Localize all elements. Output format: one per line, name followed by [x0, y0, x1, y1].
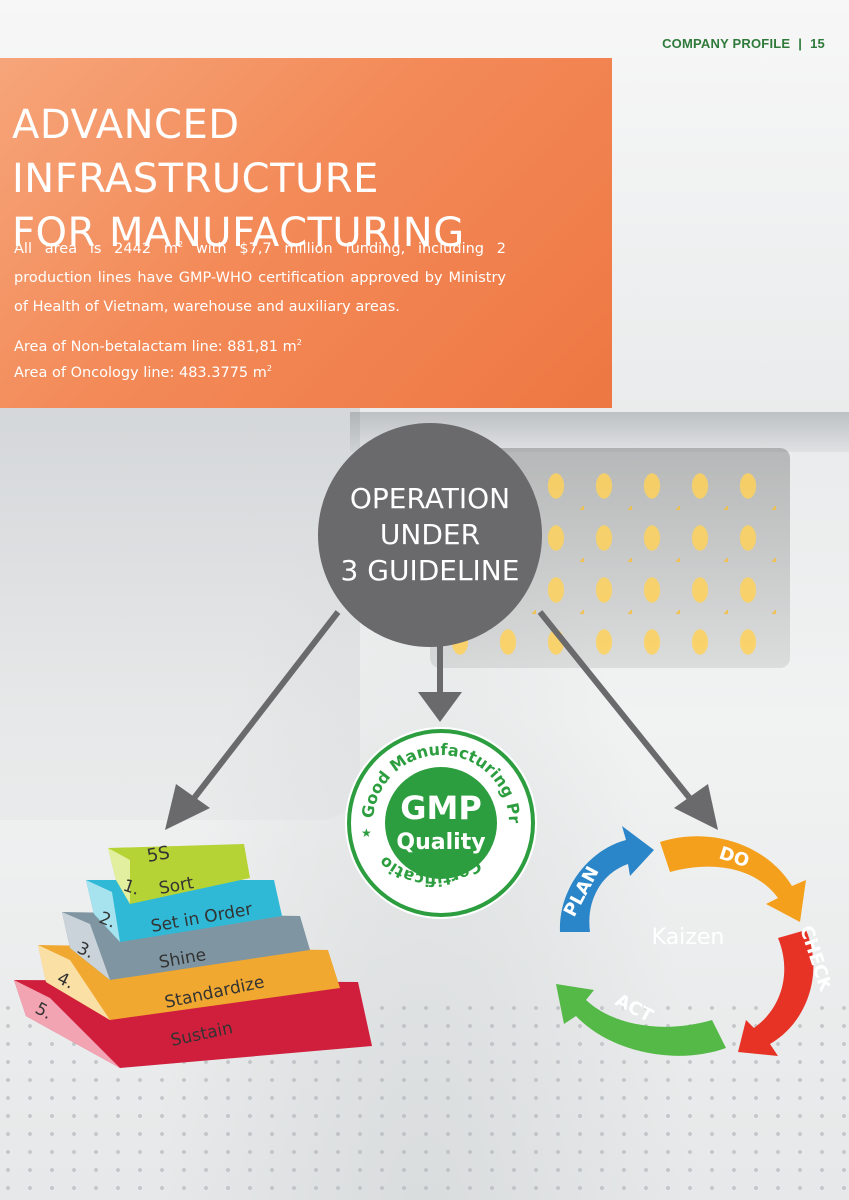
plan-label: PLAN [560, 863, 604, 920]
area-non-betalactam-sup: 2 [296, 338, 302, 347]
five-s-layer-1-side [108, 848, 130, 904]
guideline-line1: OPERATION [349, 482, 511, 515]
guideline-line3: 3 GUIDELINE [340, 554, 520, 587]
arrow-to-gmp-head [418, 692, 462, 722]
gmp-quality-badge: Good Manufacturing Practice Certificatio… [343, 725, 537, 919]
intro-superscript: 2 [177, 240, 184, 249]
area-oncology: Area of Oncology line: 483.3775 m2 [14, 364, 272, 381]
guideline-circle: OPERATION UNDER 3 GUIDELINE [318, 423, 542, 647]
kaizen-center-label: Kaizen [652, 925, 725, 950]
area-non-betalactam: Area of Non-betalactam line: 881,81 m2 [14, 338, 302, 355]
five-s-layer-3-side [62, 912, 110, 980]
background-machine-shape [0, 400, 360, 820]
kaizen-cycle: PLAN DO CHECK ACT Kaizen [556, 826, 830, 1056]
five-s-layer-1 [108, 844, 250, 904]
five-s-layer-2-side [86, 880, 120, 942]
five-s-pyramid: 5S 1. Sort 2. Set in Order 3. Shine 4. S… [14, 842, 372, 1068]
area-oncology-sup: 2 [266, 364, 272, 373]
gmp-quality-text: Quality [396, 830, 485, 855]
five-s-num-2: 2. [96, 908, 119, 933]
five-s-layer-5-side [14, 980, 120, 1068]
arrow-to-5s-head [165, 784, 210, 830]
five-s-num-3: 3. [74, 938, 97, 963]
area-non-betalactam-text: Area of Non-betalactam line: 881,81 m [14, 339, 297, 355]
act-arrow [556, 984, 726, 1056]
guideline-line2: UNDER [379, 518, 481, 551]
area-list: Area of Non-betalactam line: 881,81 m2 A… [14, 332, 302, 384]
page-title-line1: ADVANCED INFRASTRUCTURE [12, 102, 379, 202]
page-header: COMPANY PROFILE | 15 [662, 36, 825, 51]
plan-arrow [559, 826, 654, 932]
page-title-line2: FOR MANUFACTURING [12, 210, 465, 256]
five-s-num-4: 4. [54, 969, 77, 994]
gmp-star-icon: ★ [361, 826, 372, 840]
intro-text-part2: with $7,7 million funding, including 2 p… [14, 241, 506, 315]
page-number: 15 [810, 36, 825, 51]
page-title: ADVANCED INFRASTRUCTURE FOR MANUFACTURIN… [12, 98, 612, 260]
intro-paragraph: All area is 2442 m2 with $7,7 million fu… [14, 230, 506, 322]
area-oncology-text: Area of Oncology line: 483.3775 m [14, 365, 267, 381]
arrow-to-kaizen-head [674, 784, 718, 830]
header-label: COMPANY PROFILE [662, 36, 791, 51]
arrow-to-kaizen-line [537, 610, 699, 808]
check-arrow [738, 930, 814, 1056]
five-s-title: 5S [145, 842, 171, 867]
gmp-inner-circle [385, 767, 497, 879]
intro-text-part1: All area is 2442 m [14, 241, 178, 257]
five-s-layer-4-side [38, 945, 110, 1020]
do-arrow [660, 836, 806, 922]
intro-panel: ADVANCED INFRASTRUCTURE FOR MANUFACTURIN… [0, 58, 612, 408]
five-s-num-1: 1. [120, 876, 142, 900]
arrow-to-5s-line [185, 610, 341, 808]
header-separator: | [798, 36, 803, 51]
gmp-big-text: GMP [400, 789, 482, 827]
gmp-outer-ring [347, 729, 535, 917]
